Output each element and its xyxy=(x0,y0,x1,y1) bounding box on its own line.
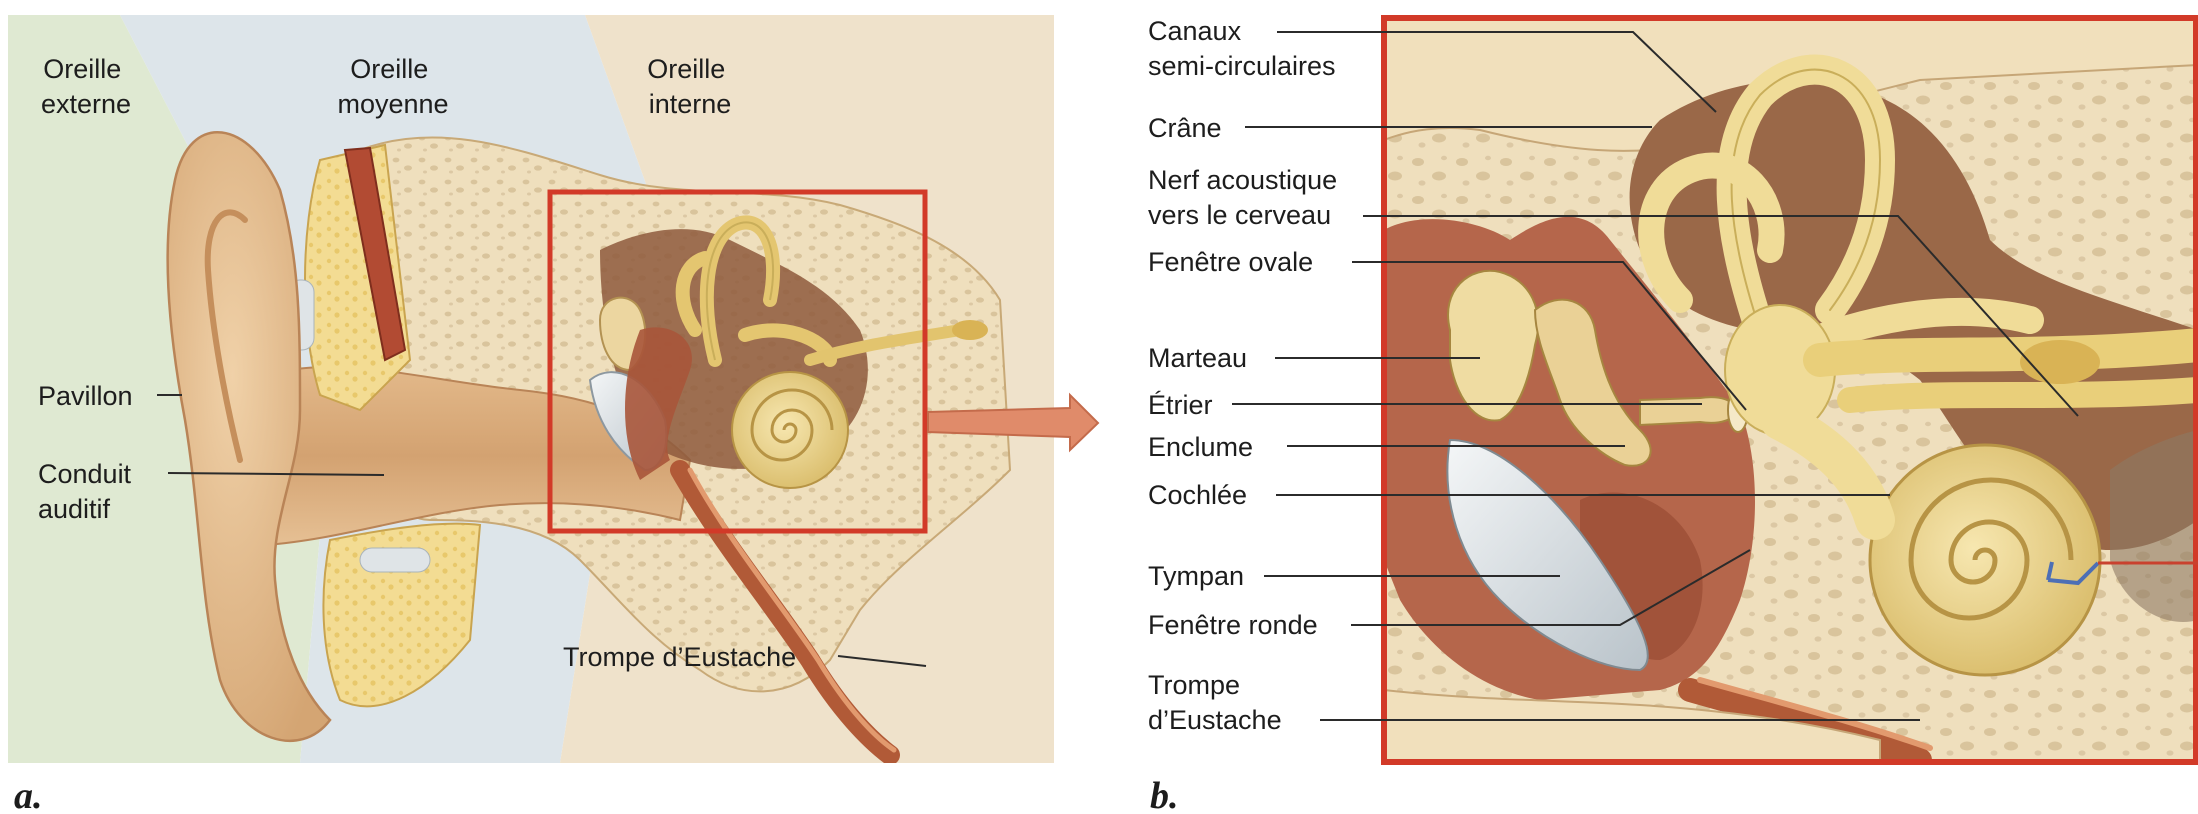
label-etrier: Étrier xyxy=(1148,390,1213,420)
panel-a-illustration xyxy=(8,15,1054,763)
label-trompe-eustache-b: Trompe d’Eustache xyxy=(1148,670,1282,735)
label-nerf-acoustique: Nerf acoustique vers le cerveau xyxy=(1148,165,1345,230)
label-fenetre-ovale: Fenêtre ovale xyxy=(1148,247,1313,277)
panel-letter-b: b. xyxy=(1150,775,1179,814)
label-pavillon: Pavillon xyxy=(38,381,133,411)
label-crane: Crâne xyxy=(1148,113,1222,143)
label-marteau: Marteau xyxy=(1148,343,1247,373)
label-tympan: Tympan xyxy=(1148,561,1244,591)
panel-b-illustration xyxy=(1384,18,2198,762)
stapes-b xyxy=(1640,397,1735,425)
label-canaux-semi-circulaires: Canaux semi-circulaires xyxy=(1148,16,1336,81)
label-cochlee: Cochlée xyxy=(1148,480,1247,510)
label-trompe-eustache-a: Trompe d’Eustache xyxy=(563,642,796,672)
cartilage-gap-lower xyxy=(360,548,430,572)
label-fenetre-ronde: Fenêtre ronde xyxy=(1148,610,1318,640)
nerve-end-a xyxy=(952,320,988,340)
panel-letter-a: a. xyxy=(14,775,43,814)
label-enclume: Enclume xyxy=(1148,432,1253,462)
